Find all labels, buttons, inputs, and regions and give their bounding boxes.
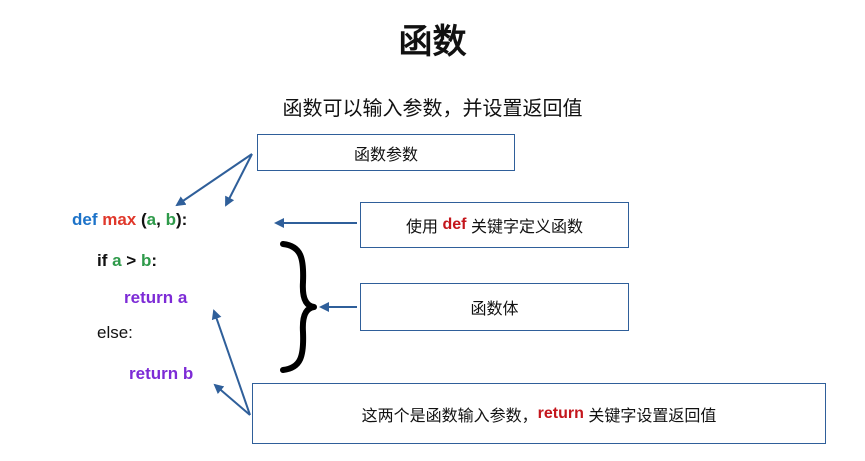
code-line-return-b: return b — [129, 364, 194, 383]
code-open-paren: ( — [136, 210, 147, 229]
arrow-params-to-b — [225, 153, 253, 207]
def-box-suffix: 关键字定义函数 — [466, 219, 583, 236]
code-if-b: b — [140, 251, 152, 270]
code-line-if: if a > b: — [97, 251, 157, 271]
return-box-keyword: return — [537, 404, 584, 422]
function-body-brace — [280, 241, 317, 373]
arrow-return-box-to-return-a — [211, 309, 251, 416]
code-line-else: else: — [97, 323, 133, 342]
return-explanation-box: 这两个是函数输入参数， return 关键字设置返回值 — [252, 383, 826, 444]
code-comma: , — [156, 210, 166, 229]
code-def-keyword: def — [72, 210, 98, 229]
code-if-a: a — [112, 251, 122, 270]
def-box-keyword: def — [442, 216, 467, 233]
function-params-label: 函数参数 — [353, 146, 418, 164]
code-param-a: a — [146, 210, 157, 229]
return-box-suffix: 关键字设置返回值 — [583, 407, 717, 425]
def-box-prefix: 使用 — [406, 219, 443, 236]
arrow-params-to-a — [175, 153, 253, 207]
function-body-box: 函数体 — [360, 283, 629, 331]
code-param-b: b — [165, 210, 176, 229]
code-func-name: max — [102, 210, 137, 229]
function-body-label: 函数体 — [470, 301, 519, 318]
code-line-return-a: return a — [124, 288, 188, 307]
code-if-keyword: if — [97, 251, 113, 270]
code-if-op: > — [121, 251, 141, 270]
return-box-prefix: 这两个是函数输入参数， — [361, 407, 538, 425]
page-title: 函数 — [398, 23, 467, 61]
code-close: ): — [175, 210, 188, 229]
def-keyword-box: 使用 def 关键字定义函数 — [360, 202, 629, 248]
arrow-return-box-to-return-b — [213, 383, 251, 416]
page-subtitle: 函数可以输入参数，并设置返回值 — [282, 98, 583, 120]
code-line-def: def max (a, b): — [72, 210, 187, 230]
code-if-colon: : — [151, 251, 158, 270]
function-params-box: 函数参数 — [257, 134, 515, 171]
